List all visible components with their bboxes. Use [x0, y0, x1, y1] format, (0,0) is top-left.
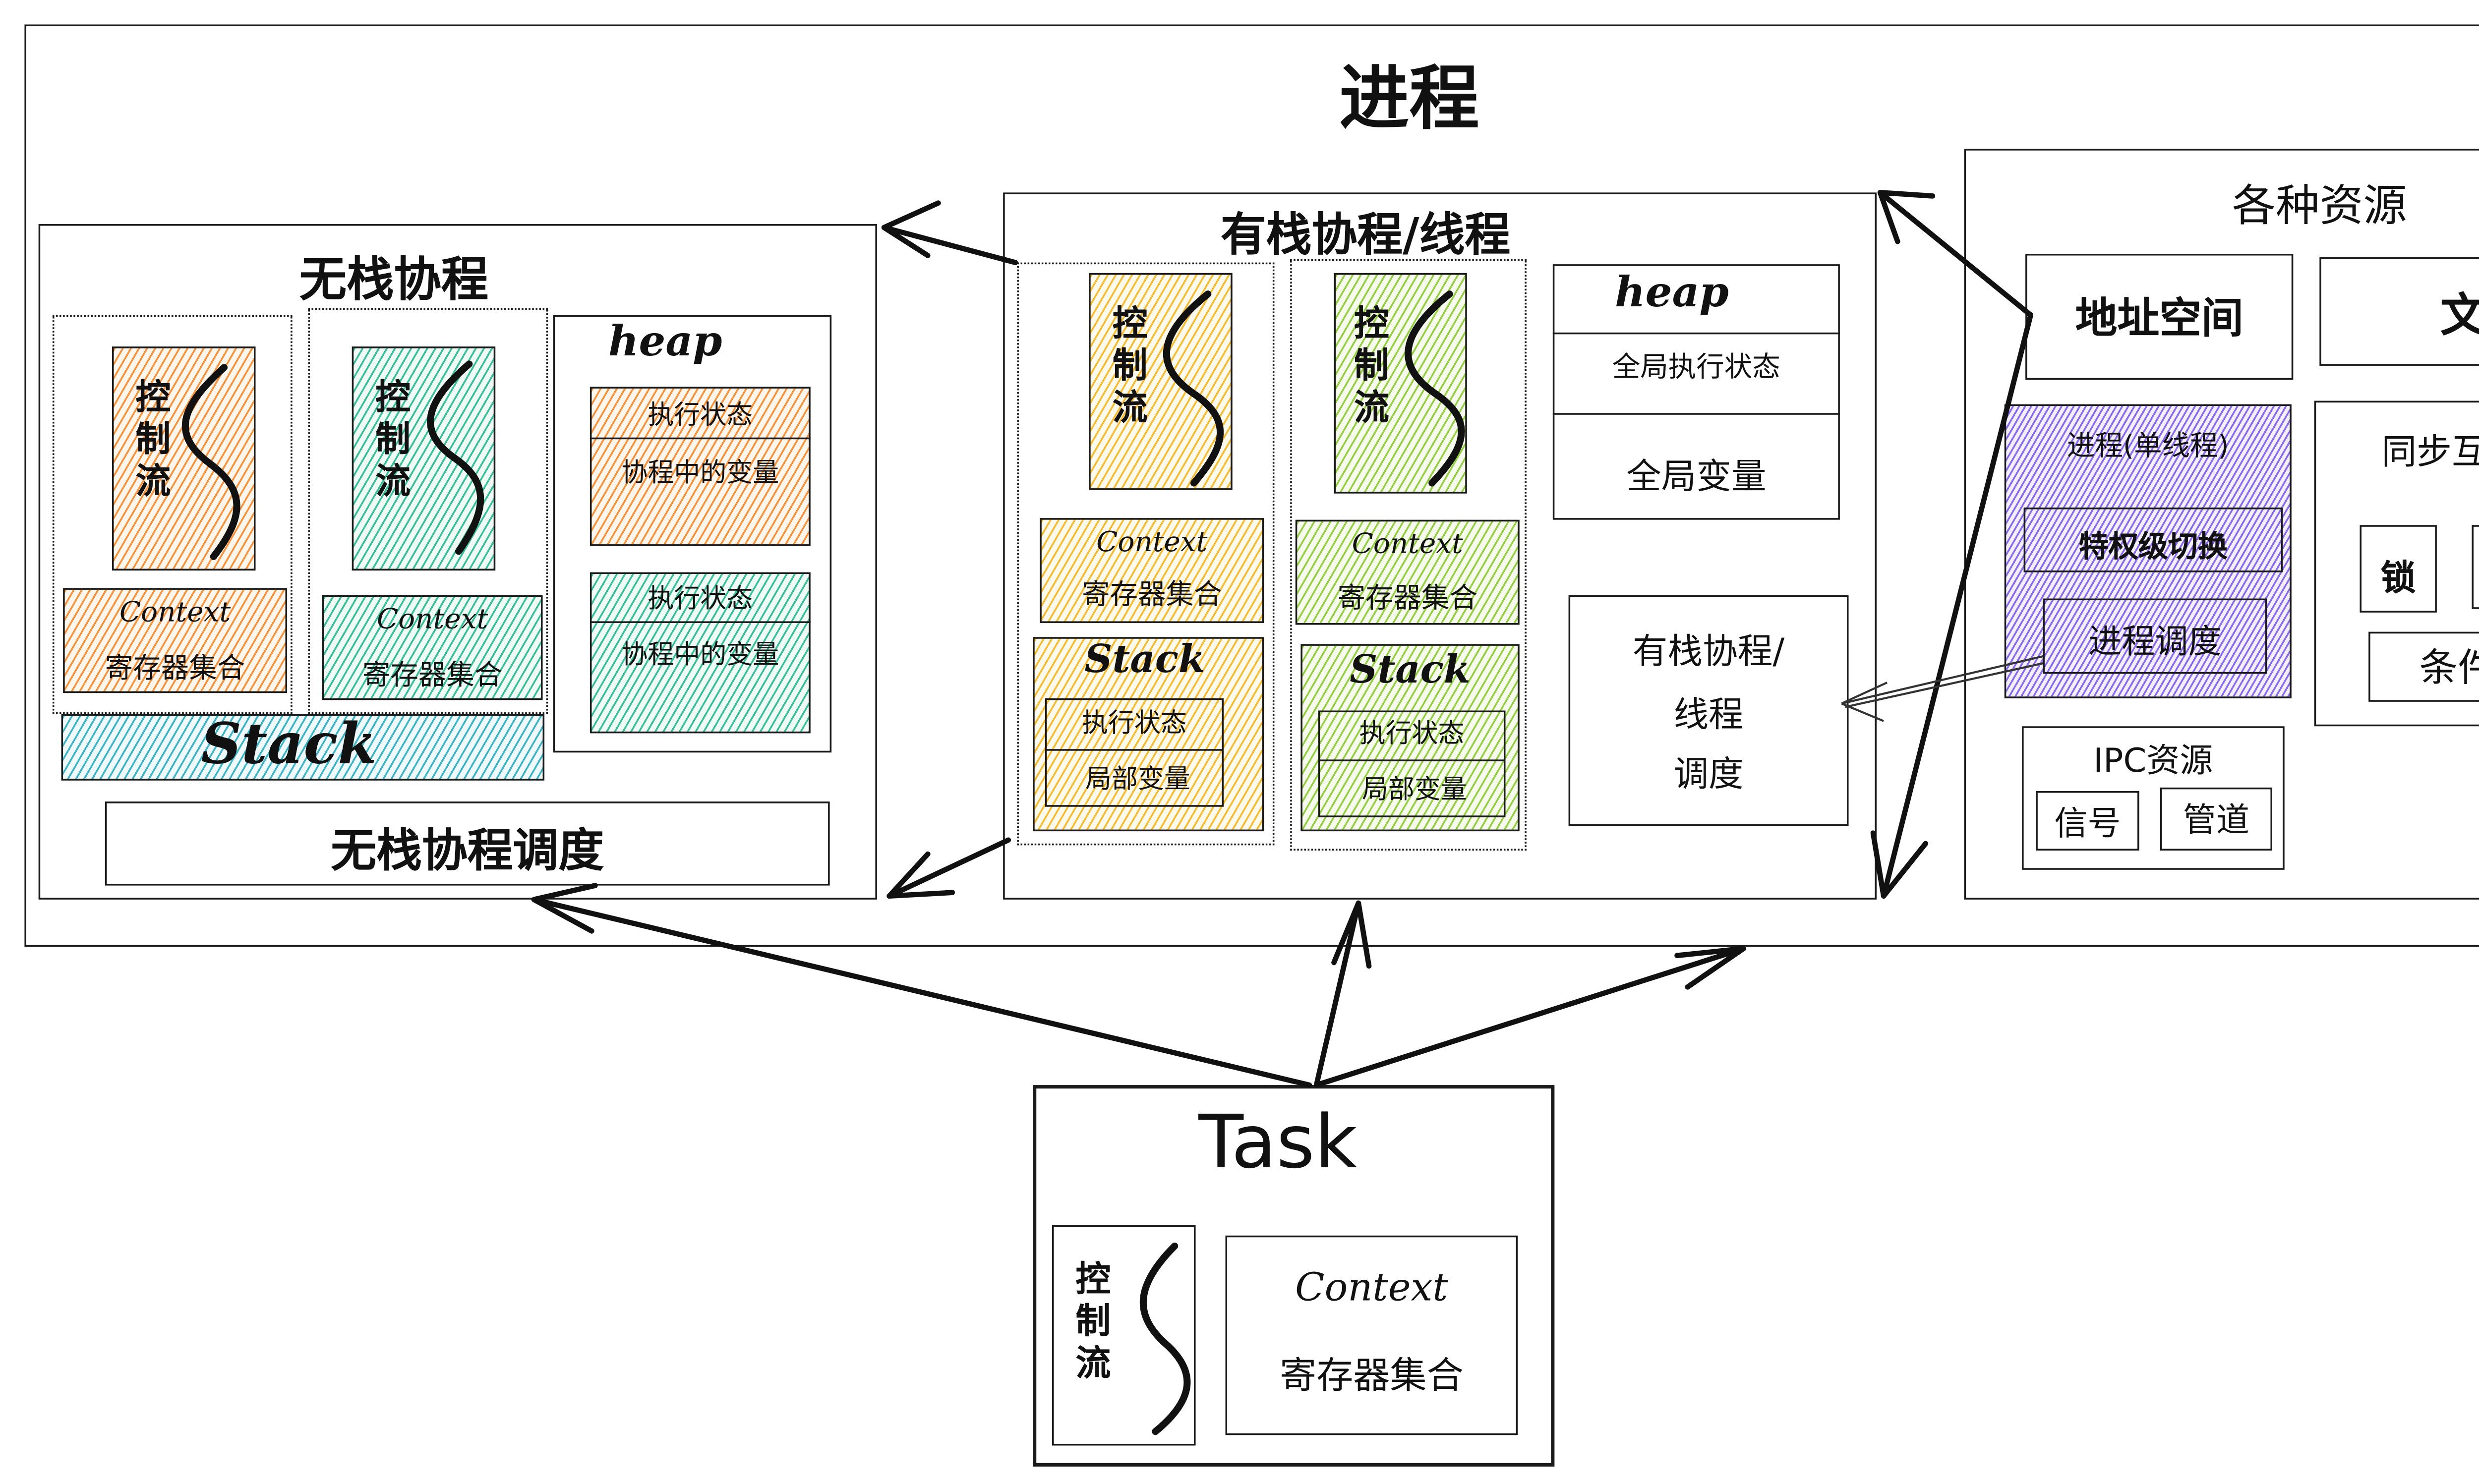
shared-stack-label: Stack	[201, 710, 377, 777]
pipe-label: 管道	[2183, 801, 2250, 840]
semaphore-label: 信号量	[2472, 546, 2479, 599]
context-subtitle: 寄存器集合	[1081, 577, 1222, 611]
signal-label: 信号	[2054, 805, 2121, 844]
stackful-thread-2	[1290, 259, 1527, 851]
heap-frame-2	[590, 572, 811, 734]
heap-frame-vars: 协程中的变量	[621, 638, 779, 671]
stackless-scheduler-box	[105, 801, 830, 886]
stackful-scheduler-line-1: 有栈协程/	[1632, 630, 1785, 672]
global-vars-label: 全局变量	[1626, 455, 1767, 497]
process-single-thread-box	[2004, 404, 2292, 698]
control-flow-label: 控制流	[369, 378, 412, 504]
stackless-scheduler-label: 无栈协程调度	[331, 826, 604, 879]
stack-frame-state: 执行状态	[1359, 717, 1465, 749]
stackful-title: 有栈协程/线程	[1220, 210, 1511, 263]
lock-box	[2360, 525, 2437, 613]
stackful-heap-box	[1552, 264, 1840, 520]
context-box	[322, 595, 543, 700]
heap-title: heap	[1615, 266, 1729, 317]
process-scheduling-box	[2043, 598, 2267, 674]
divider	[590, 437, 811, 440]
context-title: Context	[1352, 526, 1463, 560]
divider	[1552, 332, 1840, 335]
heap-frame-state: 执行状态	[648, 399, 753, 431]
stack-frame-state: 执行状态	[1081, 707, 1187, 739]
heap-frame-vars: 协程中的变量	[621, 457, 779, 489]
address-space-label: 地址空间	[2075, 294, 2243, 343]
semaphore-box	[2472, 525, 2479, 609]
divider	[1318, 759, 1506, 761]
thread-stack-box	[1033, 637, 1264, 832]
task-control-flow-label: 控制流	[1069, 1260, 1112, 1386]
stackful-scheduler-line-2: 线程	[1673, 693, 1744, 735]
task-title: Task	[1198, 1099, 1358, 1185]
context-box	[63, 588, 288, 693]
divider	[1552, 413, 1840, 415]
control-flow-label: 控制流	[129, 378, 172, 504]
process-single-thread-title: 进程(单线程)	[2066, 429, 2229, 462]
stackless-coroutine-1	[52, 315, 293, 714]
sync-resources-title: 同步互斥资源	[2381, 430, 2479, 473]
heap-title: heap	[608, 315, 722, 366]
control-flow-label: 控制流	[1348, 304, 1390, 431]
task-context-title: Context	[1295, 1267, 1448, 1311]
context-subtitle: 寄存器集合	[1337, 581, 1477, 615]
lock-label: 锁	[2380, 556, 2416, 599]
divider	[1045, 749, 1224, 751]
signal-box	[2036, 791, 2139, 851]
thread-stack-title: Stack	[1350, 647, 1471, 693]
heap-frame-1	[590, 387, 811, 546]
shared-stack-box	[61, 714, 545, 781]
arrow-task-to-process	[1313, 946, 1746, 1088]
stackful-thread-1	[1017, 262, 1275, 846]
stackful-scheduler-line-3: 调度	[1673, 752, 1744, 795]
context-title: Context	[1096, 525, 1208, 559]
stackless-coroutine-box	[38, 224, 877, 900]
thread-stack-title: Stack	[1084, 637, 1205, 683]
privilege-switch-label: 特权级切换	[2078, 530, 2228, 566]
heap-frame-state: 执行状态	[648, 582, 753, 615]
stackless-heap-box	[553, 315, 832, 753]
stackless-title: 无栈协程	[299, 253, 489, 308]
context-title: Context	[119, 595, 231, 628]
stackless-coroutine-2	[308, 308, 548, 714]
global-state-label: 全局执行状态	[1612, 350, 1780, 384]
stack-frame-vars: 局部变量	[1361, 773, 1467, 805]
process-scheduling-label: 进程调度	[2088, 623, 2222, 662]
pipe-box	[2160, 787, 2272, 851]
files-label: 文件	[2319, 280, 2479, 345]
condvar-box	[2368, 631, 2479, 702]
stack-frame-vars: 局部变量	[1085, 763, 1190, 795]
process-title: 进程	[1339, 59, 1479, 140]
context-subtitle: 寄存器集合	[105, 651, 245, 685]
sync-resources-box	[2314, 400, 2479, 727]
thread-stack-box	[1300, 644, 1520, 832]
context-box	[1295, 519, 1520, 625]
stack-frame-box	[1318, 710, 1506, 817]
context-title: Context	[376, 602, 488, 635]
task-context-subtitle: 寄存器集合	[1280, 1354, 1464, 1397]
context-subtitle: 寄存器集合	[362, 658, 503, 691]
ipc-resources-title: IPC资源	[2093, 742, 2213, 781]
files-box	[2319, 257, 2479, 366]
context-box	[1040, 518, 1264, 623]
resources-title: 各种资源	[2232, 180, 2407, 231]
condvar-label: 条件变量	[2419, 647, 2479, 691]
control-flow-label: 控制流	[1106, 304, 1149, 431]
stack-frame-box	[1045, 698, 1224, 807]
task-context-box	[1225, 1235, 1518, 1435]
divider	[590, 621, 811, 623]
task-control-flow-box	[1052, 1225, 1196, 1446]
